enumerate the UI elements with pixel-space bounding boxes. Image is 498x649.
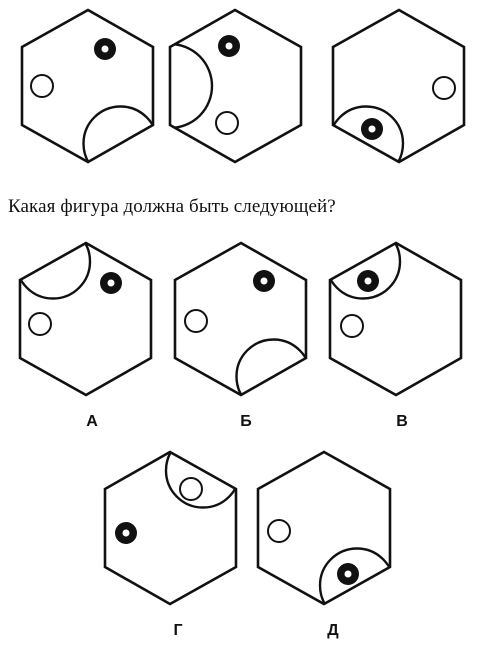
hollow-circle: [267, 519, 291, 543]
quarter-circle-top-left: [20, 243, 92, 300]
option-v-hexagon[interactable]: [326, 225, 463, 397]
hollow-circle: [340, 314, 364, 338]
black-ring-dot: [357, 270, 379, 292]
question-text: Какая фигура должна быть следующей?: [8, 196, 336, 217]
hollow-circle: [432, 76, 456, 100]
option-a-hexagon[interactable]: [16, 225, 153, 397]
quarter-circle-bottom-right: [318, 547, 390, 604]
black-ring-dot: [218, 35, 240, 57]
option-g-hexagon[interactable]: [103, 434, 240, 606]
sequence-hexagon-2: [168, 8, 303, 164]
quarter-circle-bottom-right: [82, 105, 153, 162]
hollow-circle: [30, 74, 54, 98]
black-ring-dot: [361, 118, 383, 140]
option-b-hexagon[interactable]: [173, 241, 311, 414]
quarter-circle-top-right: [164, 452, 236, 509]
option-v-label[interactable]: В: [396, 413, 408, 430]
half-circle-left: [170, 42, 214, 130]
option-d-label[interactable]: Д: [327, 622, 339, 639]
quarter-circle-top-left: [330, 243, 402, 300]
hollow-circle: [28, 312, 52, 336]
option-b-label[interactable]: Б: [240, 413, 252, 430]
black-ring-dot: [337, 563, 359, 585]
option-g-label[interactable]: Г: [173, 622, 183, 639]
quarter-circle-bottom-left: [333, 105, 405, 162]
black-ring-dot: [115, 522, 137, 544]
hollow-circle: [215, 111, 239, 135]
black-ring-dot: [94, 38, 116, 60]
option-a-label[interactable]: А: [86, 413, 98, 430]
quarter-circle-bottom-right: [235, 338, 306, 395]
hollow-circle: [184, 309, 208, 333]
option-d-hexagon[interactable]: [256, 450, 394, 623]
sequence-hexagon-3: [331, 8, 466, 164]
black-ring-dot: [253, 270, 275, 292]
black-ring-dot: [100, 272, 122, 294]
sequence-hexagon-1: [20, 8, 155, 164]
hollow-circle: [179, 477, 203, 501]
